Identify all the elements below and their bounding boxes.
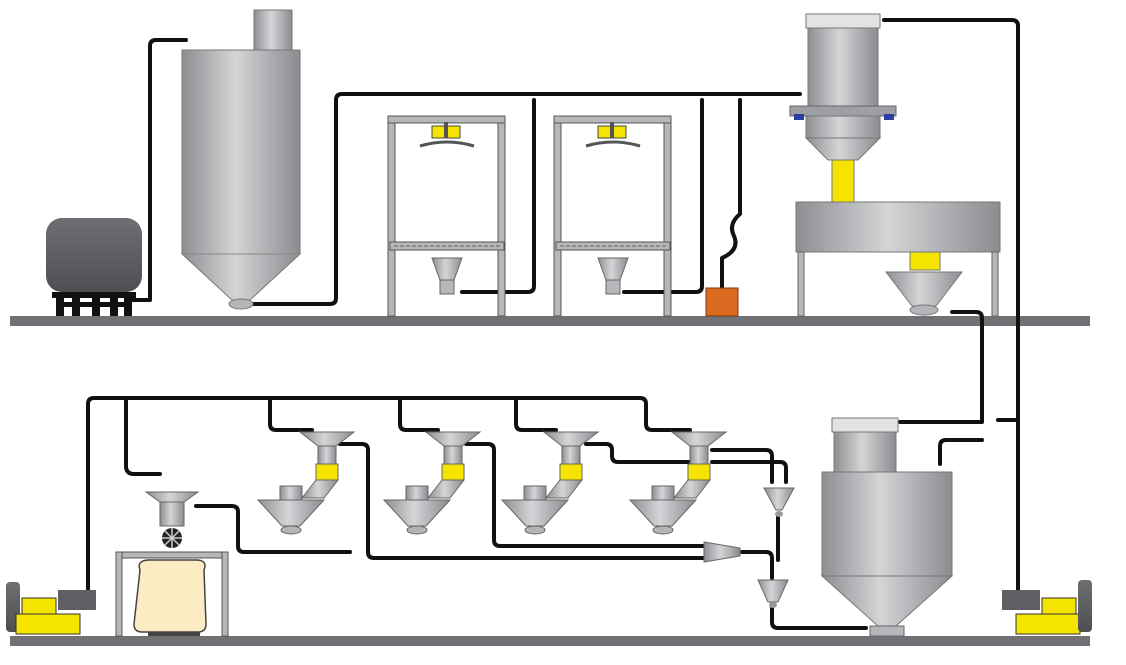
receiver-hopper-icon [628,431,728,535]
upper-floor [10,316,1090,326]
receiver-hopper-icon [789,13,897,203]
lower-floor [10,636,1090,646]
silo-icon [180,9,302,310]
receiver-hopper-icon [500,431,600,535]
storage-silo-icon [820,417,954,637]
bulk-bag-filler-icon [115,491,229,637]
bulk-bag-unloader-icon [387,115,506,317]
diverter-valve-icon [703,541,741,563]
receiver-hopper-icon [382,431,482,535]
diverter-valve-icon [757,579,789,608]
conveying-pipes [86,18,1020,630]
vacuum-pump-icon [1002,580,1092,635]
bulk-bag-unloader-icon [553,115,672,317]
control-box-icon [705,287,739,317]
pressure-vessel-icon [46,218,142,316]
vacuum-pump-icon [6,582,96,635]
receiver-hopper-icon [256,431,356,535]
mixer-icon [795,201,1001,317]
diverter-valve-icon [763,487,795,517]
